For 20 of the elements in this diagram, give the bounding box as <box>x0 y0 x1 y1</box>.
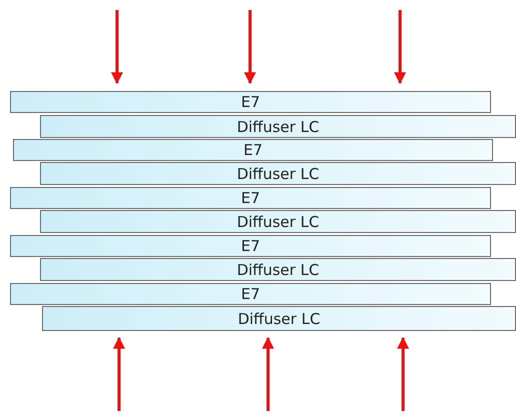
layer-label: Diffuser LC <box>236 118 320 136</box>
layer-bar <box>40 210 516 233</box>
layer-label: Diffuser LC <box>236 164 320 182</box>
layer-label: E7 <box>240 189 260 207</box>
layer-bar <box>40 162 516 185</box>
layer-bar <box>10 91 491 113</box>
layer-label: Diffuser LC <box>236 260 320 278</box>
layer-bar <box>13 139 493 161</box>
layer-bar <box>40 258 516 281</box>
layer-label: Diffuser LC <box>236 212 320 230</box>
layer-label: E7 <box>240 237 260 255</box>
layer-label: E7 <box>240 285 260 303</box>
layer-label: E7 <box>240 93 260 111</box>
layer-label: Diffuser LC <box>238 310 320 328</box>
layer-bar <box>42 306 516 331</box>
layer-bar <box>10 283 491 305</box>
layer-label: E7 <box>243 141 263 159</box>
layer-bar <box>10 235 491 257</box>
layer-bar <box>10 187 491 209</box>
layer-bar <box>40 115 516 138</box>
